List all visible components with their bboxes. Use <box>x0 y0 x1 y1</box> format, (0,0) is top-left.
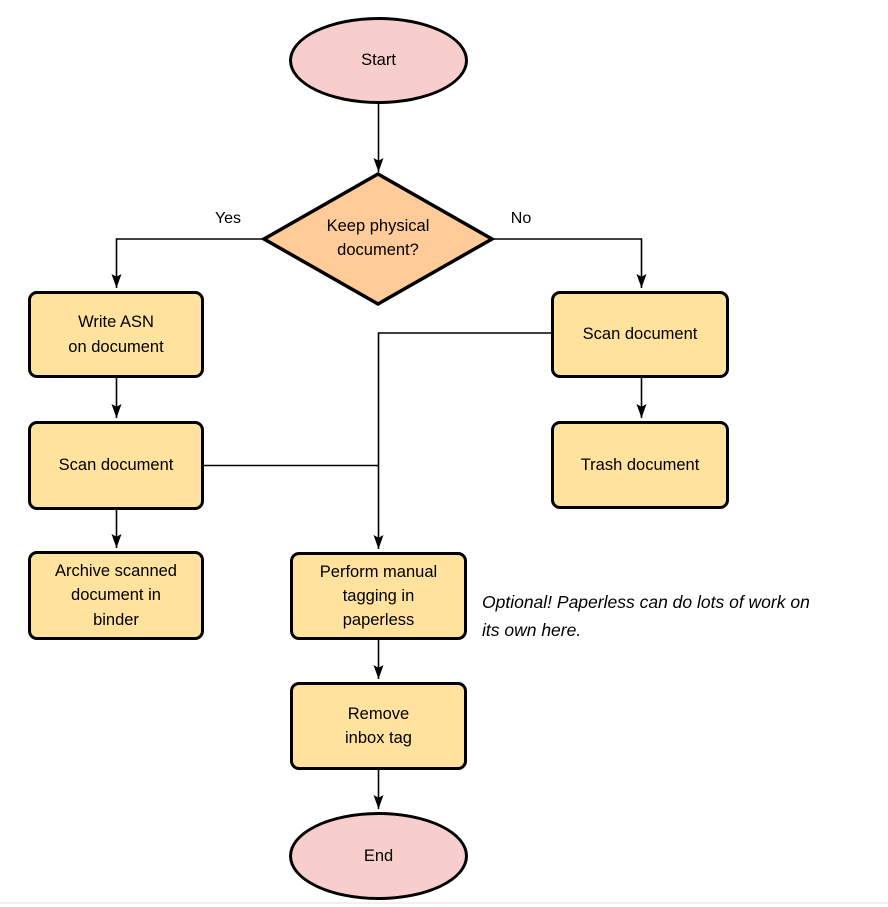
bottom-divider <box>0 902 888 904</box>
scan-document-left-label: Scan document <box>58 456 174 475</box>
edge-decision-no <box>492 238 647 288</box>
trash-document-label: Trash document <box>580 455 700 474</box>
archive-node: Archive scanned document in binder <box>28 551 204 640</box>
yes-branch-label: Yes <box>214 210 242 227</box>
perform-tagging-label: Perform manual tagging in paperless <box>319 562 438 630</box>
end-label: End <box>363 846 394 865</box>
decision-node: Keep physical document? <box>284 197 472 281</box>
edge-decision-yes <box>111 238 264 288</box>
scan-document-right-label: Scan document <box>582 325 698 344</box>
trash-document-node: Trash document <box>551 421 729 509</box>
write-asn-label: Write ASN on document <box>68 313 164 356</box>
decision-label: Keep physical document? <box>326 217 430 259</box>
write-asn-node: Write ASN on document <box>28 291 204 378</box>
start-node: Start <box>289 17 468 104</box>
edge-scanright-to-perform <box>373 332 551 549</box>
remove-inbox-tag-label: Remove inbox tag <box>345 704 412 747</box>
optional-note: Optional! Paperless can do lots of work … <box>482 592 810 640</box>
scan-document-right-node: Scan document <box>551 291 729 378</box>
end-node: End <box>289 812 468 900</box>
remove-inbox-tag-node: Remove inbox tag <box>290 682 467 770</box>
scan-document-left-node: Scan document <box>28 421 204 510</box>
archive-label: Archive scanned document in binder <box>55 562 177 629</box>
perform-tagging-node: Perform manual tagging in paperless <box>290 552 467 640</box>
start-label: Start <box>361 51 396 70</box>
decision-diamond-shape <box>260 171 496 307</box>
no-branch-label: No <box>510 210 532 227</box>
